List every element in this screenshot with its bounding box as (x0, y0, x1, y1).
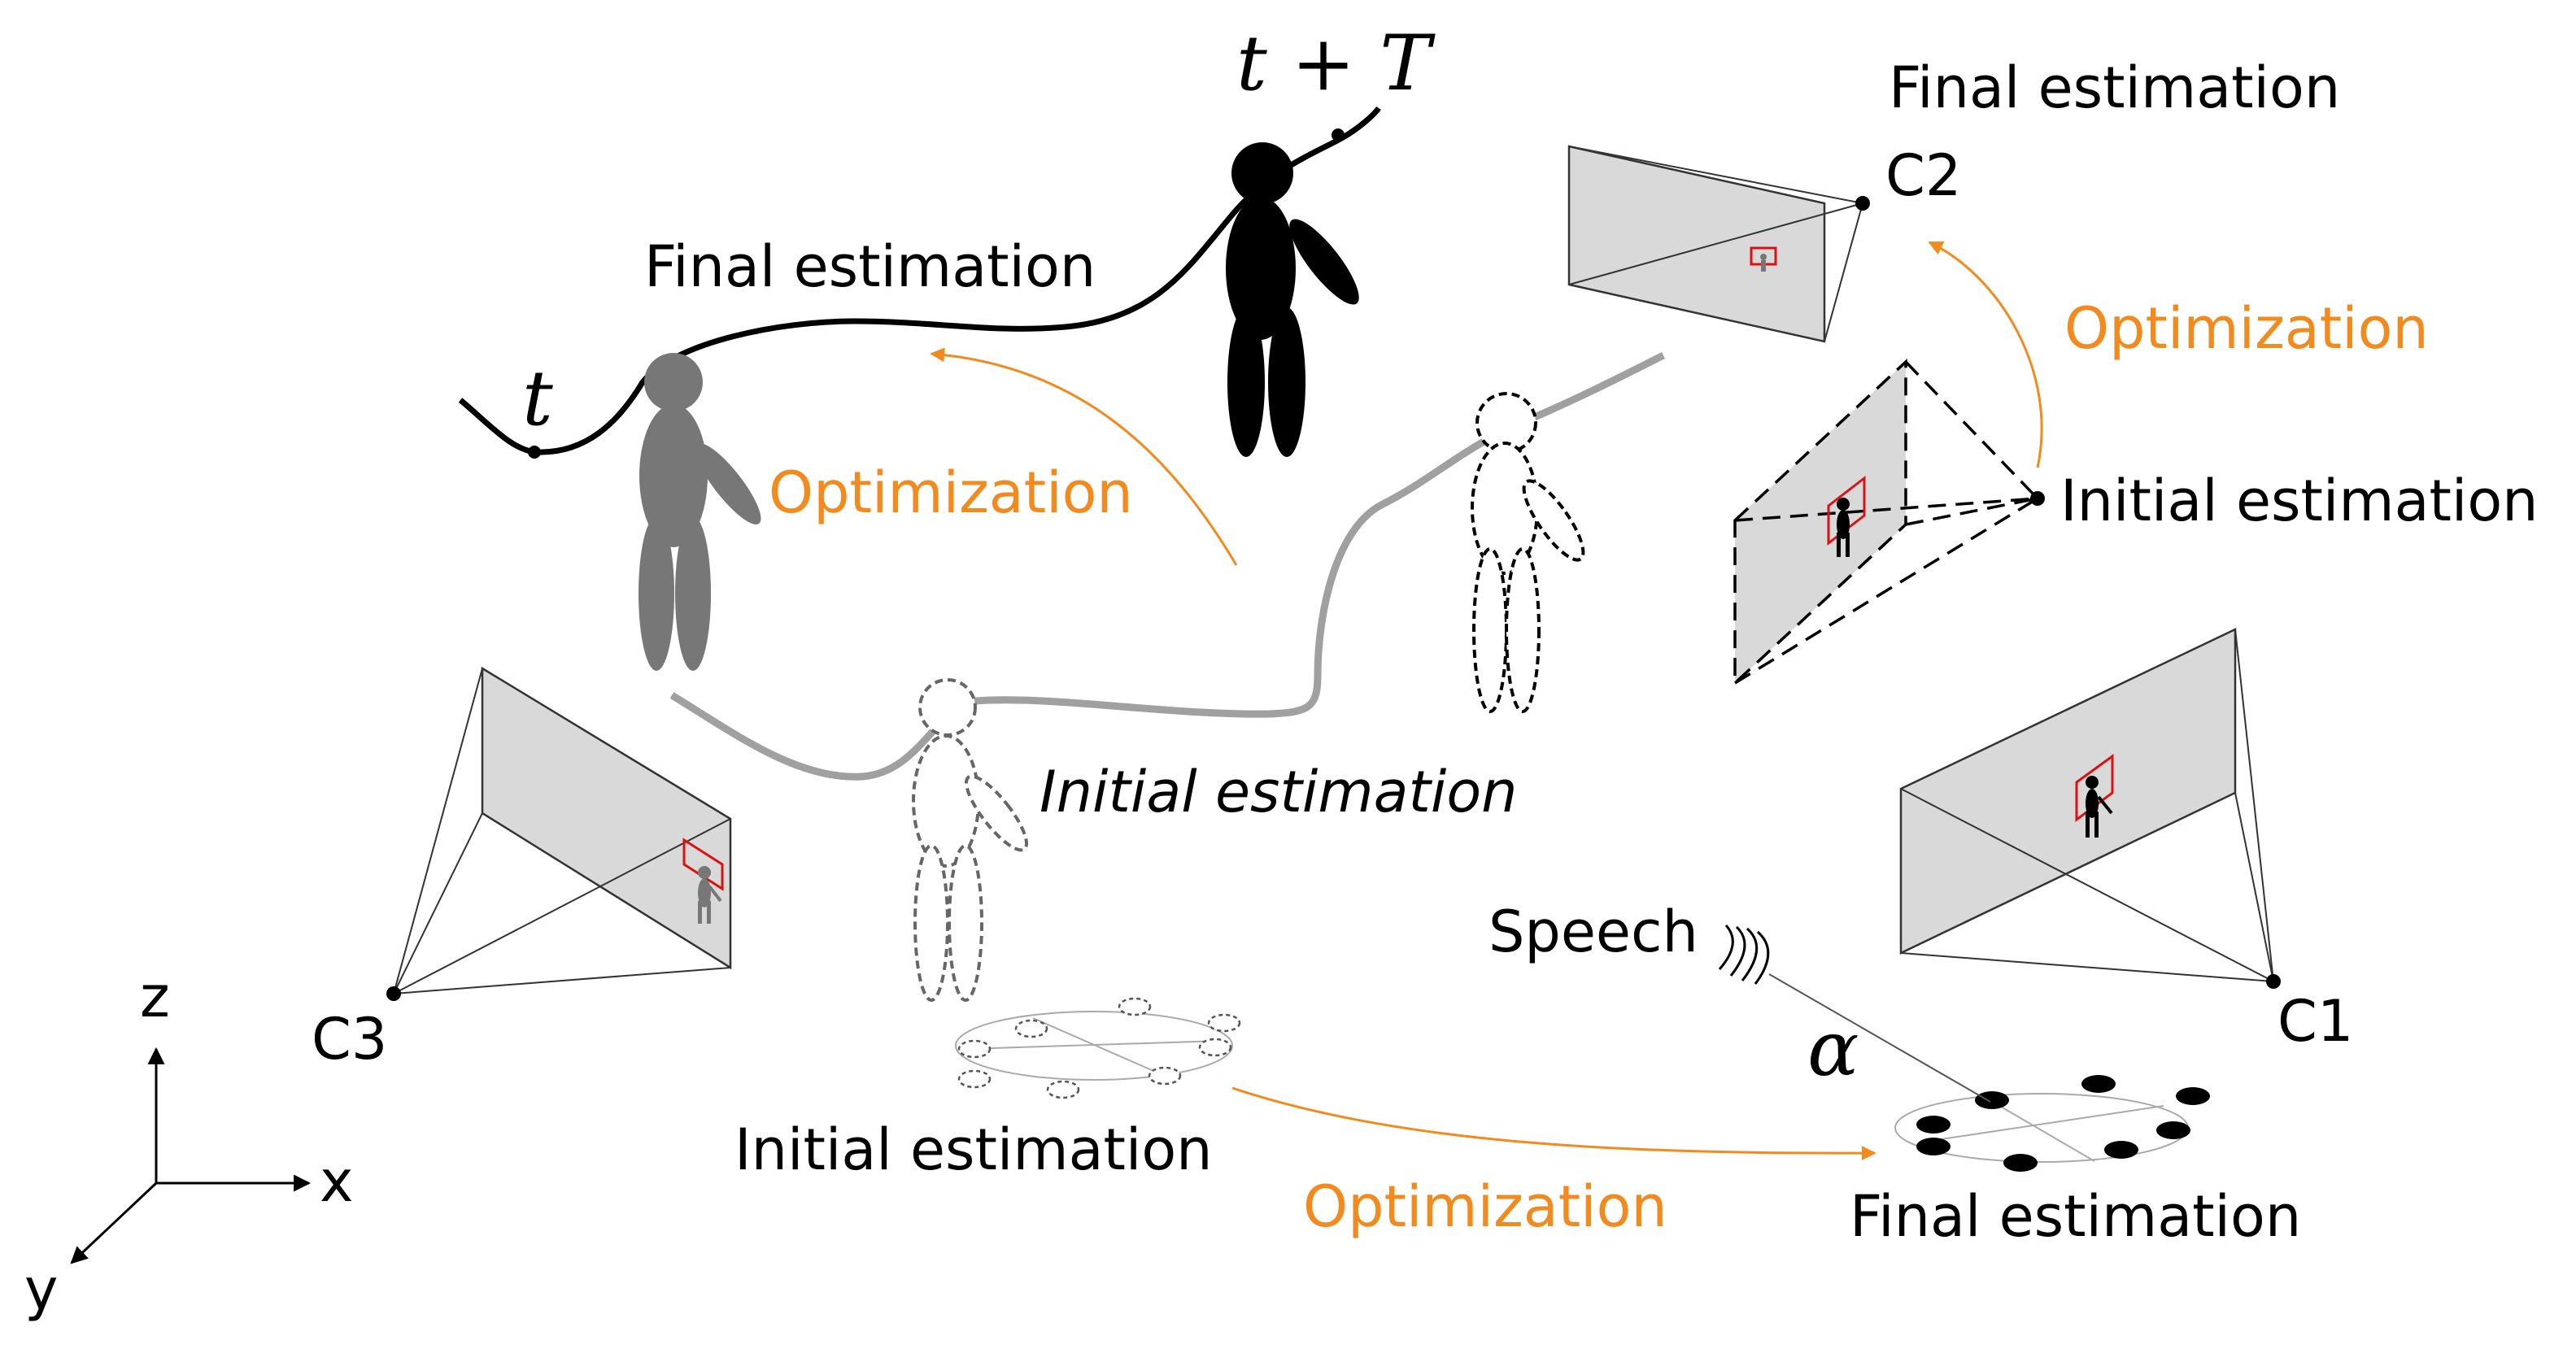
label-time-end: t + T (1236, 20, 1436, 108)
label-alpha: α (1807, 1005, 1859, 1094)
time-start-point (528, 446, 541, 459)
label-optimization-trajectory: Optimization (769, 459, 1133, 526)
camera-c3 (386, 666, 732, 1001)
label-initial-estimation-camera: Initial estimation (2060, 468, 2539, 534)
label-time-start: t (522, 355, 553, 443)
label-initial-estimation-mic: Initial estimation (734, 1116, 1213, 1183)
axis-x-label: x (320, 1148, 353, 1215)
camera-c3-center (386, 986, 401, 1001)
label-camera-c3: C3 (312, 1006, 387, 1073)
camera-initial-dashed (1733, 358, 2045, 687)
person-final-icon (1226, 142, 1359, 457)
axis-y-label: y (24, 1256, 58, 1323)
label-final-estimation-camera: Final estimation (1889, 54, 2340, 121)
time-end-point (1332, 128, 1345, 141)
axis-z-label: z (140, 964, 170, 1030)
label-optimization-camera: Optimization (2064, 295, 2429, 362)
mic-array-initial (955, 997, 1241, 1099)
optimization-arrow-camera (1928, 241, 2043, 468)
optimization-arrow-mic (1231, 1086, 1876, 1161)
camera-c2-center (1855, 196, 1870, 211)
camera-c1 (1899, 628, 2281, 989)
mic-array-final (1768, 973, 2210, 1172)
label-camera-c1: C1 (2277, 988, 2353, 1055)
label-initial-estimation-italic: Initial estimation (1040, 759, 1518, 825)
camera-c2-final (1567, 145, 1870, 343)
label-optimization-mic: Optimization (1303, 1173, 1667, 1240)
person-intermediate-icon (639, 353, 761, 671)
optimization-arrow-trajectory (930, 347, 1238, 566)
label-speech: Speech (1489, 899, 1698, 965)
camera-c1-center (2266, 974, 2281, 989)
person-initial-dashed-icon (1471, 392, 1585, 713)
label-final-estimation-trajectory: Final estimation (644, 233, 1096, 300)
speech-direction-line (1768, 973, 1991, 1103)
coordinate-axes (70, 1047, 312, 1264)
camera-initial-center (2030, 491, 2045, 506)
person-initial-faint-icon (912, 678, 1028, 1002)
label-camera-c2: C2 (1885, 142, 1961, 209)
speech-waves-icon (1718, 924, 1770, 985)
label-final-estimation-mic: Final estimation (1850, 1183, 2301, 1250)
